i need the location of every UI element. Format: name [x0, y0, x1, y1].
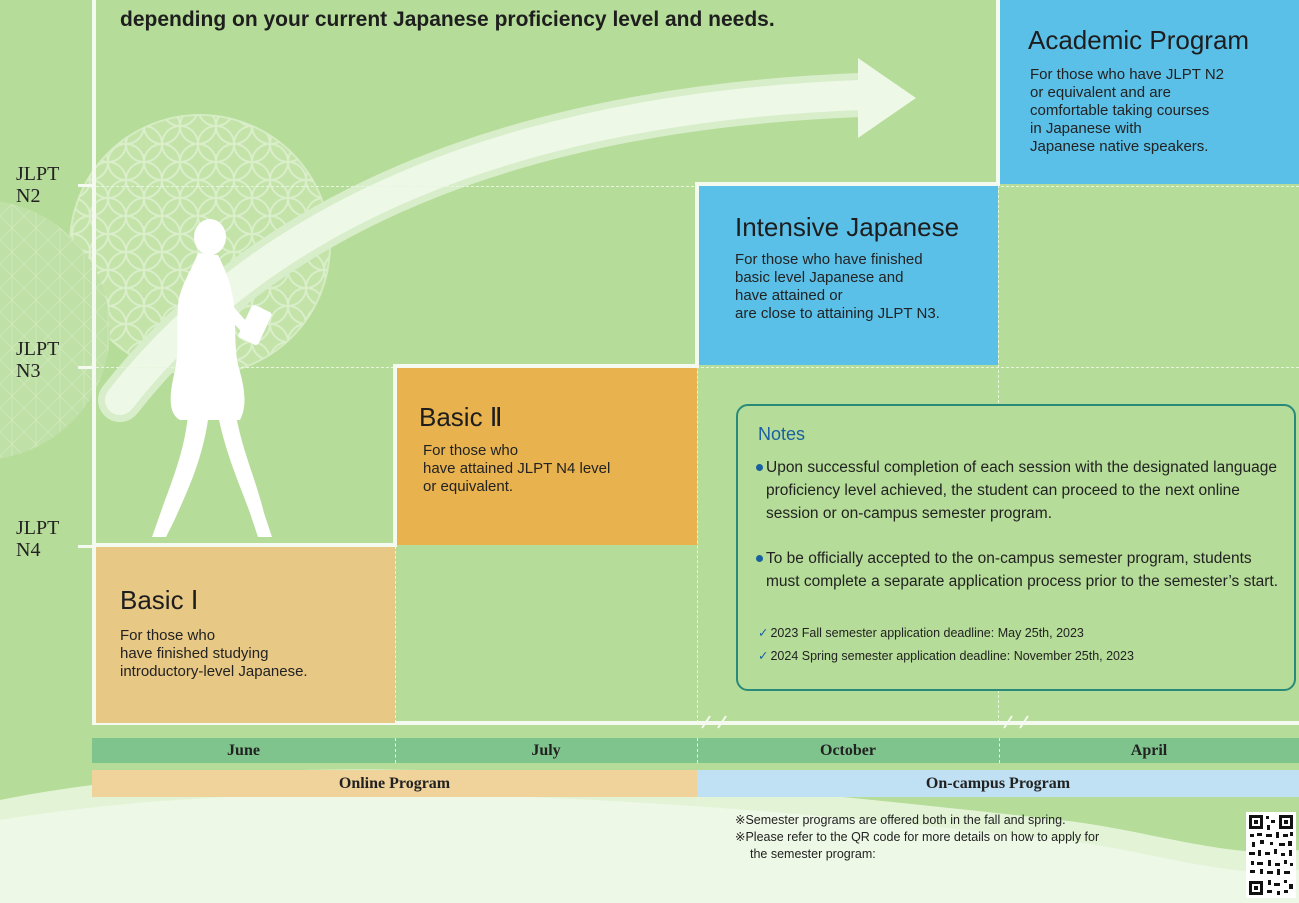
month-july: July [531, 742, 561, 759]
basic-2-title: Basic Ⅱ [419, 402, 503, 432]
tick-n3 [78, 366, 96, 369]
bullet-icon [756, 555, 763, 562]
basic-1-box: Basic Ⅰ For those who have finished stud… [96, 547, 395, 723]
deadline-spring: ✓2024 Spring semester application deadli… [758, 649, 1134, 663]
footnote-qr: ※Please refer to the QR code for more de… [735, 830, 1100, 844]
academic-box: Academic Program For those who have JLPT… [1000, 0, 1299, 184]
month-timeline: June July October April [92, 738, 1299, 763]
intensive-box: Intensive Japanese For those who have fi… [699, 186, 998, 365]
footnote-semesters: ※Semester programs are offered both in t… [735, 813, 1066, 827]
month-october: October [820, 742, 876, 759]
grid-line-april [998, 0, 999, 723]
notes-box: Notes Upon successful completion of each… [736, 404, 1296, 691]
tick-n2 [78, 184, 96, 187]
notes-item: To be officially accepted to the on-camp… [756, 547, 1286, 593]
level-label-n4: JLPT N4 [16, 517, 60, 561]
deadline-fall: ✓2023 Fall semester application deadline… [758, 626, 1084, 640]
grid-line-october [697, 186, 698, 723]
intensive-title: Intensive Japanese [735, 212, 960, 242]
month-june: June [227, 742, 260, 759]
basic-2-desc: For those who have attained JLPT N4 leve… [423, 442, 611, 495]
tick-n4 [78, 545, 96, 548]
basic-2-box: Basic Ⅱ For those who have attained JLPT… [397, 368, 697, 545]
timeline-divider [697, 738, 698, 763]
on-campus-program-bar: On-campus Program [697, 770, 1299, 797]
y-axis [92, 0, 96, 725]
bullet-icon [756, 464, 763, 471]
academic-desc: For those who have JLPT N2 or equivalent… [1030, 66, 1224, 155]
level-label-n2: JLPT N2 [16, 163, 60, 207]
notes-item: Upon successful completion of each sessi… [756, 456, 1286, 525]
online-program-bar: Online Program [92, 770, 697, 797]
footnote-qr-cont: the semester program: [750, 847, 876, 861]
notes-title: Notes [758, 424, 806, 444]
academic-title: Academic Program [1028, 25, 1250, 55]
basic-1-desc: For those who have finished studying int… [120, 627, 308, 680]
basic-1-title: Basic Ⅰ [120, 585, 199, 615]
month-april: April [1130, 742, 1168, 759]
checkmark-icon: ✓ [758, 649, 769, 663]
intensive-desc: For those who have finished basic level … [735, 251, 940, 322]
qr-code-icon[interactable] [1246, 812, 1296, 898]
checkmark-icon: ✓ [758, 626, 769, 640]
timeline-divider [999, 738, 1000, 763]
level-label-n3: JLPT N3 [16, 338, 60, 382]
student-silhouette-icon [152, 219, 272, 537]
intro-text: depending on your current Japanese profi… [120, 8, 775, 31]
timeline-divider [395, 738, 396, 763]
